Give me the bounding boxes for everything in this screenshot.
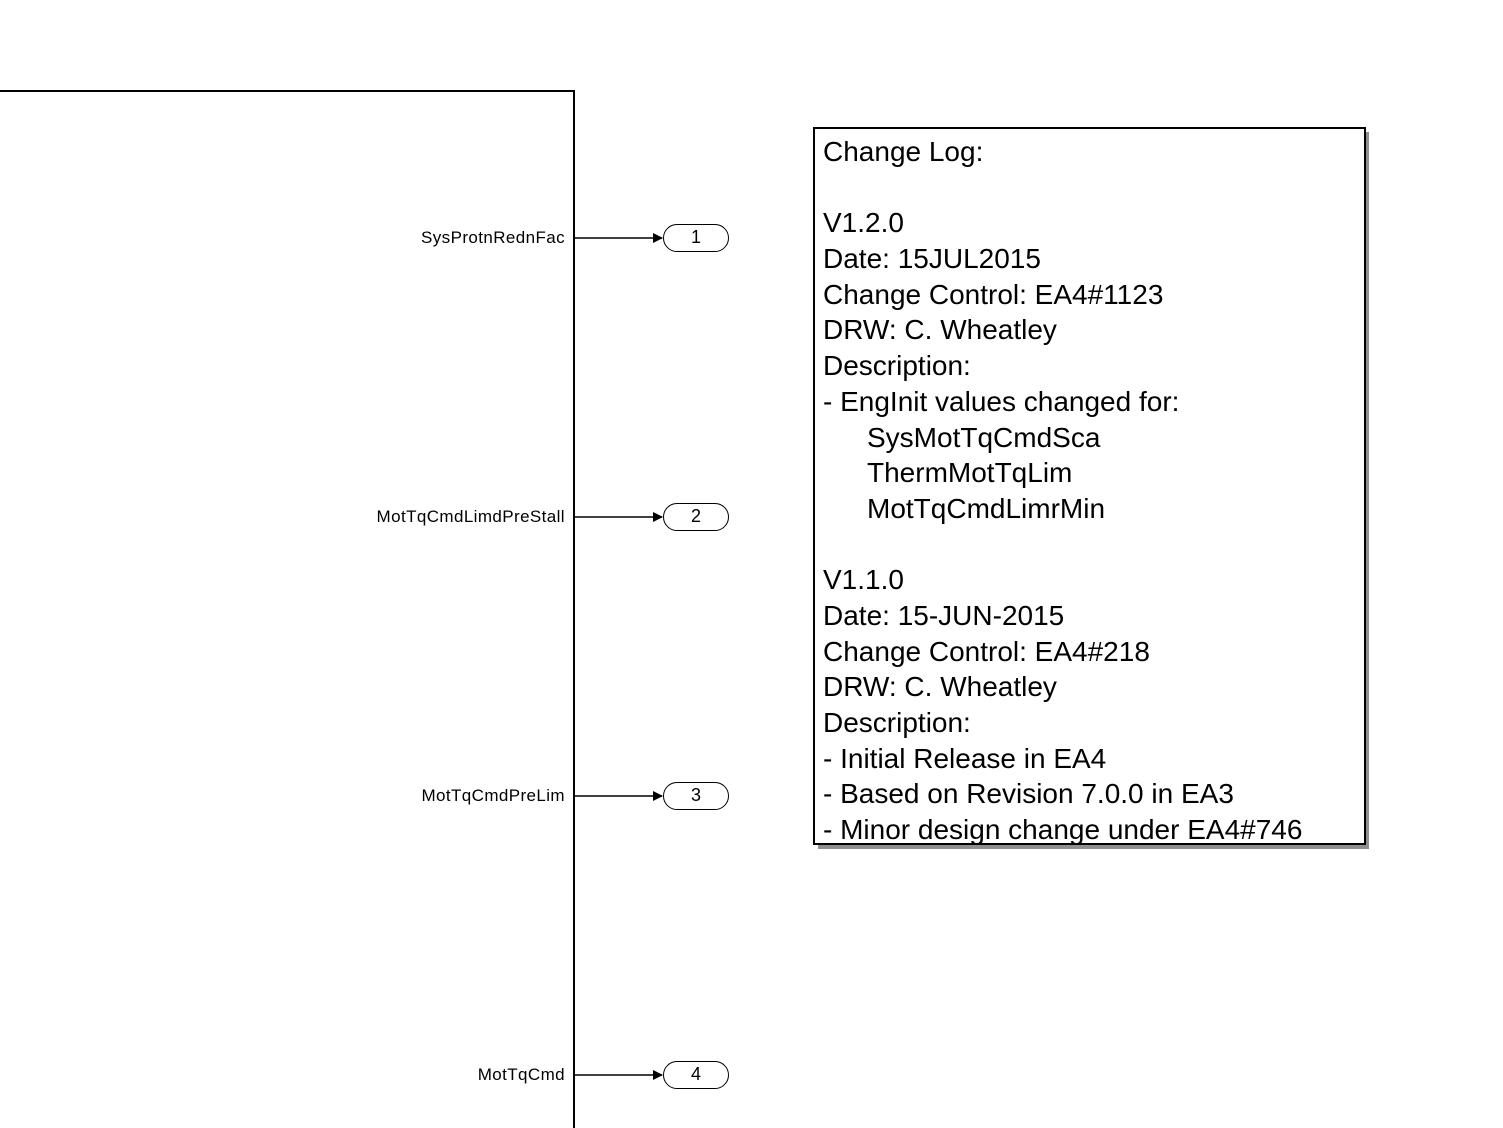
change-log-line bbox=[823, 527, 1364, 563]
change-log-line: Date: 15JUL2015 bbox=[823, 243, 1041, 275]
change-log-line: Description: bbox=[823, 350, 971, 382]
change-log-line: DRW: C. Wheatley bbox=[823, 314, 1057, 346]
change-log-line: V1.1.0 bbox=[823, 564, 904, 596]
outport-2[interactable]: 2 bbox=[663, 503, 729, 531]
change-log-line: Date: 15-JUN-2015 bbox=[823, 599, 1065, 631]
change-log-line: V1.2.0 bbox=[823, 207, 904, 239]
change-log-line: Description: bbox=[823, 707, 971, 738]
outport-4[interactable]: 4 bbox=[663, 1061, 729, 1089]
change-log-line: Change Control: EA4#1123 bbox=[823, 278, 1164, 310]
signal-label-mottqcmdlimdprestall: MotTqCmdLimdPreStall bbox=[376, 507, 565, 526]
change-log-line: SysMotTqCmdSca bbox=[867, 421, 1101, 453]
change-log-line: - EngInit values changed for: bbox=[823, 385, 1180, 417]
change-log-line: Change Log: bbox=[823, 136, 984, 167]
signal-label-mottqcmdprelim: MotTqCmdPreLim bbox=[421, 786, 565, 805]
change-log-line: - Minor design change under EA4#746 bbox=[823, 814, 1303, 846]
change-log-line: - Based on Revision 7.0.0 in EA3 bbox=[823, 778, 1234, 810]
signal-label-sysprotnrednfac: SysProtnRednFac bbox=[421, 228, 565, 247]
change-log-line: MotTqCmdLimrMin bbox=[867, 492, 1106, 524]
change-log-line: ThermMotTqLim bbox=[867, 457, 1073, 489]
change-log-line: - Initial Release in EA4 bbox=[823, 742, 1107, 774]
change-log-line: Change Control: EA4#218 bbox=[823, 635, 1150, 667]
signal-label-mottqcmd: MotTqCmd bbox=[477, 1065, 565, 1084]
signal-lines bbox=[574, 233, 663, 1080]
outport-3[interactable]: 3 bbox=[663, 782, 729, 810]
subsystem-block-outline bbox=[0, 90, 575, 1128]
change-log-line bbox=[823, 170, 1364, 206]
subsystem-block[interactable] bbox=[0, 90, 575, 1128]
change-log-line: DRW: C. Wheatley bbox=[823, 671, 1057, 703]
outport-1[interactable]: 1 bbox=[663, 224, 729, 252]
